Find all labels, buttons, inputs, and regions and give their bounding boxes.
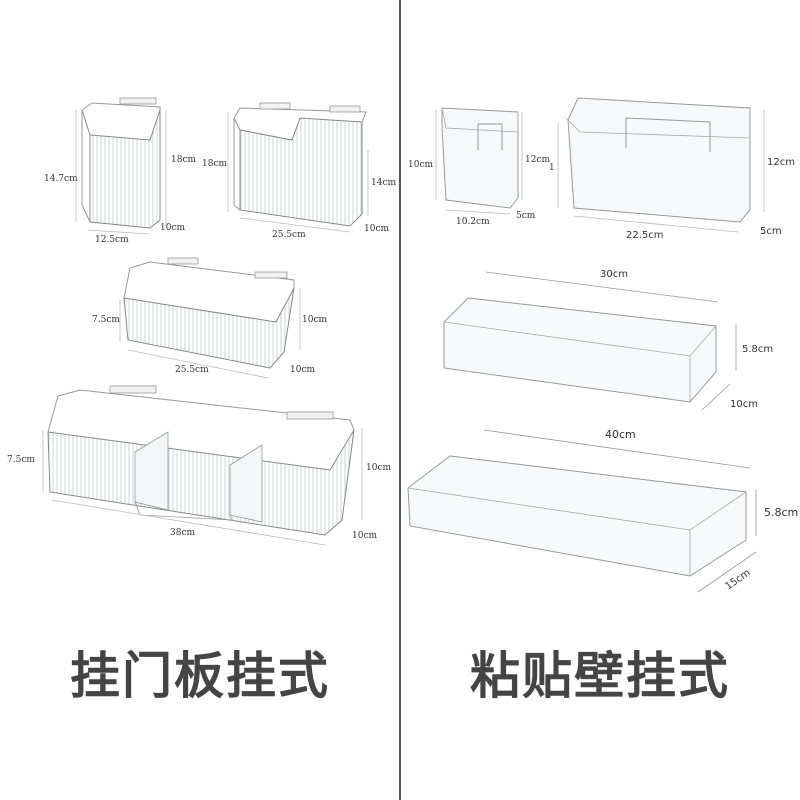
r-item3-length-label: 30cm [600, 269, 628, 280]
item1-depth-label: 10cm [160, 223, 185, 233]
door-hanging-box-small [75, 97, 167, 235]
item3-height-label: 7.5cm [92, 315, 120, 325]
item4-back-label: 10cm [366, 463, 391, 473]
item1-back-label: 18cm [171, 155, 196, 165]
r-item4-height-label: 5.8cm [764, 506, 798, 519]
item2-front-label: 14cm [371, 178, 396, 188]
right-product-drawings: 10cm 12cm 1 10.2cm 5cm 12cm 22.5cm 5cm 3… [407, 97, 798, 593]
r-item1-extra-label: 1 [549, 163, 555, 173]
item3-back-label: 10cm [302, 315, 327, 325]
right-panel: 10cm 12cm 1 10.2cm 5cm 12cm 22.5cm 5cm 3… [401, 0, 800, 800]
item4-height-label: 7.5cm [7, 455, 35, 465]
r-item3-height-label: 5.8cm [742, 344, 773, 355]
item2-width-label: 25.5cm [272, 230, 306, 240]
item1-width-label: 12.5cm [95, 235, 129, 245]
wall-box-small [435, 107, 523, 215]
r-item2-width-label: 22.5cm [626, 230, 664, 241]
door-hanging-box-wide [227, 102, 369, 233]
center-divider [399, 0, 401, 800]
left-caption: 挂门板挂式 [70, 647, 330, 705]
r-item1-back-label: 12cm [525, 155, 550, 165]
r-item1-width-label: 10.2cm [456, 217, 490, 227]
wall-box-wide [557, 97, 765, 233]
r-item2-height-label: 12cm [767, 157, 795, 168]
r-item2-depth-label: 5cm [760, 226, 782, 237]
item2-depth-label: 10cm [364, 224, 389, 234]
r-item1-height-label: 10cm [408, 160, 433, 170]
wall-tray-medium [443, 271, 737, 411]
r-item3-depth-label: 10cm [730, 399, 758, 410]
item3-width-label: 25.5cm [175, 365, 209, 375]
r-item1-depth-label: 5cm [516, 211, 536, 221]
wall-tray-large [407, 429, 757, 593]
item1-height-label: 14.7cm [44, 174, 78, 184]
left-panel: 14.7cm 18cm 12.5cm 10cm 18cm 14cm 25.5cm… [7, 97, 396, 705]
door-hanging-box-medium [119, 257, 301, 379]
item2-height-label: 18cm [202, 159, 227, 169]
item4-depth-label: 10cm [352, 531, 377, 541]
item4-width-label: 38cm [170, 528, 195, 538]
door-hanging-box-long [42, 385, 363, 546]
item3-depth-label: 10cm [290, 365, 315, 375]
right-caption: 粘贴壁挂式 [470, 647, 730, 705]
r-item4-length-label: 40cm [605, 428, 636, 441]
left-product-drawings: 14.7cm 18cm 12.5cm 10cm 18cm 14cm 25.5cm… [7, 97, 396, 546]
